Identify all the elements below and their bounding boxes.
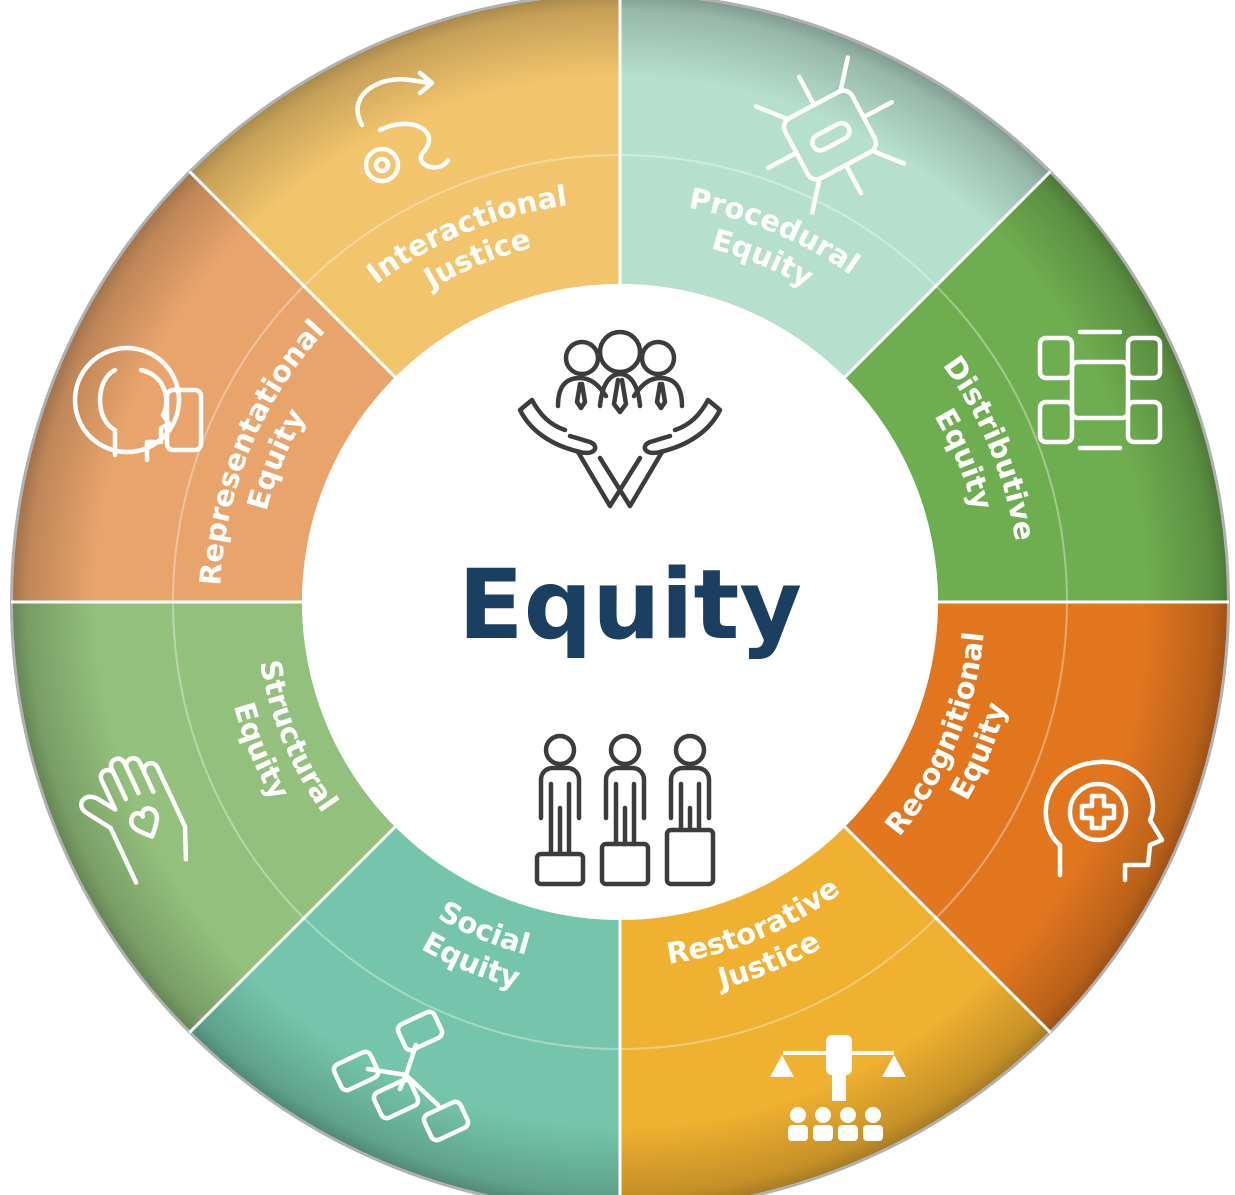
raised-fist-scales-icon xyxy=(770,1035,906,1141)
spoke-dividers xyxy=(11,0,1229,1195)
linked-hands-icon xyxy=(1037,329,1163,451)
spoke-line xyxy=(843,825,1052,1034)
people-on-boxes-icon xyxy=(534,733,716,887)
process-gear-icon xyxy=(355,70,451,184)
spoke-line xyxy=(843,170,1052,379)
center-title: Equity xyxy=(458,549,802,661)
hand-with-heart-icon xyxy=(79,755,189,885)
hierarchy-chart-icon xyxy=(331,1009,471,1143)
spoke-line xyxy=(188,825,397,1034)
spoke-line xyxy=(188,170,397,379)
center-disc xyxy=(302,284,938,920)
head-with-cross-icon xyxy=(1043,759,1165,883)
distribution-chip-icon xyxy=(753,55,907,215)
people-supported-by-hands-icon xyxy=(517,329,723,509)
two-faces-icon xyxy=(72,345,204,463)
